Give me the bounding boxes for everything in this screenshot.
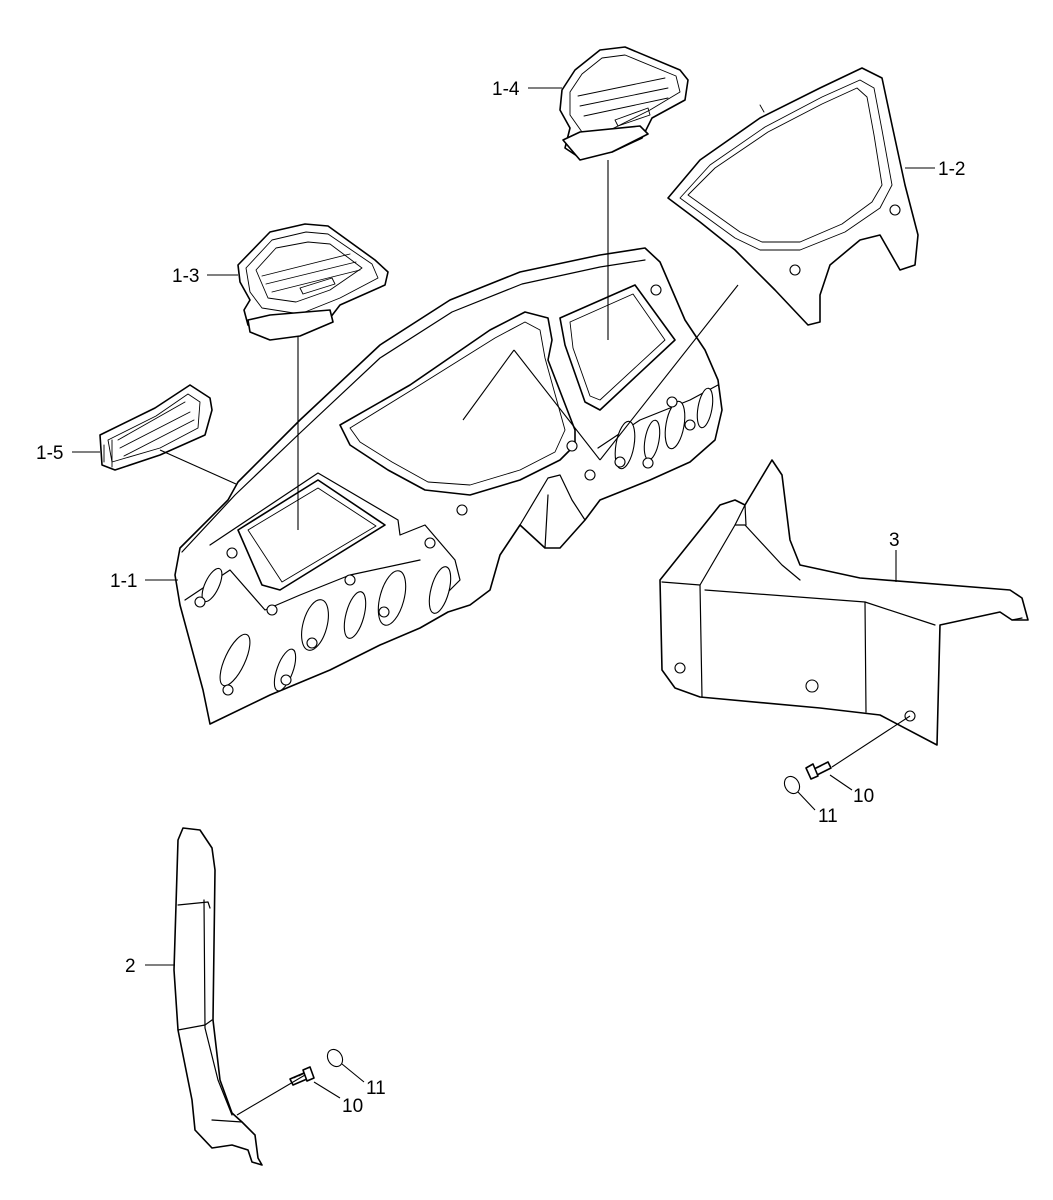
meter-cover (667, 67, 919, 326)
label-10-lower: 10 (342, 1096, 363, 1117)
left-side-cover (173, 827, 263, 1166)
right-air-vent (559, 46, 689, 161)
label-3: 3 (889, 530, 900, 551)
label-1-3: 1-3 (172, 266, 199, 287)
screw-upper (805, 761, 832, 780)
label-1-1: 1-1 (110, 571, 137, 592)
dashboard-panel (174, 247, 723, 725)
right-side-cover (659, 459, 1029, 746)
label-11-upper: 11 (818, 806, 838, 827)
left-air-vent (237, 223, 389, 341)
label-1-2: 1-2 (938, 159, 965, 180)
leader-lines (72, 87, 935, 1116)
label-11-lower: 11 (366, 1078, 386, 1099)
cap-upper (783, 775, 801, 795)
side-air-vent (99, 384, 213, 471)
label-10-upper: 10 (853, 786, 874, 807)
label-1-5: 1-5 (36, 443, 63, 464)
label-1-4: 1-4 (492, 79, 520, 100)
part-labels: 1-1 1-2 1-3 1-4 1-5 2 3 10 11 10 11 (36, 79, 965, 1117)
label-2: 2 (125, 956, 136, 977)
cap-lower (326, 1048, 344, 1068)
